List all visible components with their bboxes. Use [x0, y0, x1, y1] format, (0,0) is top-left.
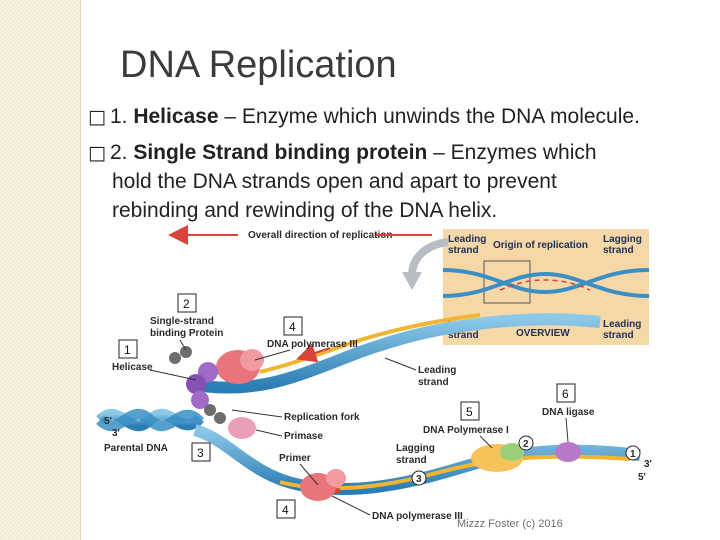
ssb-label: Single-strand	[150, 316, 214, 327]
bullet-ssb: □2. Single Strand binding protein – Enzy…	[88, 137, 597, 169]
bullet-continuation: rebinding and rewinding of the DNA helix…	[112, 199, 498, 222]
overview-leading-top: Leading	[448, 234, 486, 245]
primer-pointer	[299, 463, 319, 486]
overview-lagging-bottom: strand	[448, 330, 479, 341]
number-box-pol3-bottom	[276, 499, 296, 519]
bullet-desc: – Enzymes which	[427, 141, 597, 164]
replication-fork-label: Replication fork	[284, 412, 360, 423]
dna-polymerase-iii-top	[240, 349, 264, 371]
footer-credit: Mizzz Foster (c) 2016	[457, 518, 563, 530]
bullet-term: Helicase	[133, 105, 219, 128]
bullet-marker: □	[88, 106, 106, 128]
pol3-bottom-label: DNA polymerase III	[372, 511, 463, 522]
ssb-pointer	[179, 339, 187, 351]
step-2: 2	[523, 439, 529, 450]
number-helicase: 1	[124, 343, 131, 357]
overview-new-strand	[499, 279, 591, 291]
decorative-sidebar	[0, 0, 80, 540]
pol3-top-label: DNA polymerase III	[267, 339, 358, 350]
overall-direction-label: Overall direction of replication	[248, 230, 392, 241]
lagging-strand-label: strand	[396, 455, 427, 466]
overview-zoom-box	[483, 260, 531, 304]
overview-box-label: OVERVIEW	[516, 328, 570, 339]
overview-lagging-top: Lagging	[603, 234, 642, 245]
overview-leading-bottom: strand	[603, 330, 634, 341]
parental-dna-label: Parental DNA	[104, 443, 168, 454]
primer-label: Primer	[279, 453, 311, 464]
leading-strand-label: Leading	[418, 365, 456, 376]
bullet-continuation: hold the DNA strands open and apart to p…	[112, 170, 557, 193]
bullet-helicase: □1. Helicase – Enzyme which unwinds the …	[88, 101, 640, 133]
five-prime-left: 5'	[104, 416, 112, 427]
pol1-label: DNA Polymerase I	[423, 425, 509, 436]
overview-origin-label: Origin of replication	[493, 240, 588, 251]
ssb-protein	[204, 404, 216, 416]
leading-new-strand	[259, 313, 481, 374]
ssb-protein	[169, 352, 181, 364]
overview-strand	[442, 268, 650, 295]
bullet-marker: □	[88, 142, 106, 164]
three-prime-right: 3'	[644, 459, 652, 470]
bullet-prefix: 1.	[109, 105, 134, 128]
overview-strand	[442, 271, 650, 298]
pol3-top-pointer	[254, 349, 291, 361]
pol1-pointer	[479, 435, 493, 449]
helicase-pointer	[149, 369, 197, 381]
bullet-prefix: 2.	[109, 141, 134, 164]
ssb-label: binding Protein	[150, 328, 223, 339]
sidebar-divider	[80, 0, 81, 540]
lagging-strand-label: Lagging	[396, 443, 435, 454]
ssb-protein	[180, 346, 192, 358]
overview-lagging-top: strand	[603, 245, 634, 256]
leading-direction-arrow	[296, 343, 331, 363]
number-pol1: 5	[466, 405, 473, 419]
number-box-pol3-top	[283, 316, 303, 336]
five-prime-right: 5'	[638, 472, 646, 483]
step-3: 3	[416, 474, 422, 485]
number-box-helicase	[118, 339, 138, 359]
number-box-ssb	[177, 293, 197, 313]
leading-strand-label: strand	[418, 377, 449, 388]
three-prime-left: 3'	[112, 428, 120, 439]
number-primase: 3	[197, 446, 204, 460]
ssb-protein	[214, 412, 226, 424]
primase-pointer	[255, 429, 283, 437]
step-circle-2	[518, 435, 534, 451]
parental-dna-strand	[96, 408, 205, 432]
ligase-pointer	[565, 417, 569, 443]
step-1: 1	[630, 449, 636, 460]
number-ssb: 2	[183, 297, 190, 311]
primase-label: Primase	[284, 431, 323, 442]
step-circle-1	[625, 445, 641, 461]
zoom-arrow-head	[402, 272, 422, 290]
primase-enzyme	[228, 417, 256, 439]
bullet-term: Single Strand binding protein	[133, 141, 428, 164]
number-box-ligase	[556, 383, 576, 403]
helicase-enzyme	[186, 374, 206, 394]
step-circle-3	[411, 470, 427, 486]
fork-pointer	[231, 409, 283, 418]
number-box-primase	[191, 442, 211, 462]
number-box-pol1	[460, 401, 480, 421]
overview-leading-bottom: Leading	[603, 319, 641, 330]
leading-pointer	[384, 357, 417, 371]
zoom-arrow	[408, 238, 449, 277]
dna-polymerase-iii-bottom	[326, 469, 346, 487]
leading-template-strand	[194, 313, 601, 394]
ligase-label: DNA ligase	[542, 407, 595, 418]
page-title: DNA Replication	[120, 44, 397, 86]
pol3-bottom-pointer	[331, 495, 371, 516]
dna-ligase-enzyme	[555, 442, 581, 462]
number-pol3-top: 4	[289, 320, 296, 334]
okazaki-fragment	[439, 454, 631, 474]
number-pol3-bottom: 4	[282, 503, 289, 517]
helicase-enzyme	[191, 391, 209, 409]
overview-leading-top: strand	[448, 245, 479, 256]
number-ligase: 6	[562, 387, 569, 401]
dna-polymerase-i	[500, 443, 524, 461]
helicase-label: Helicase	[112, 362, 153, 373]
bullet-desc: – Enzyme which unwinds the DNA molecule.	[218, 105, 640, 128]
